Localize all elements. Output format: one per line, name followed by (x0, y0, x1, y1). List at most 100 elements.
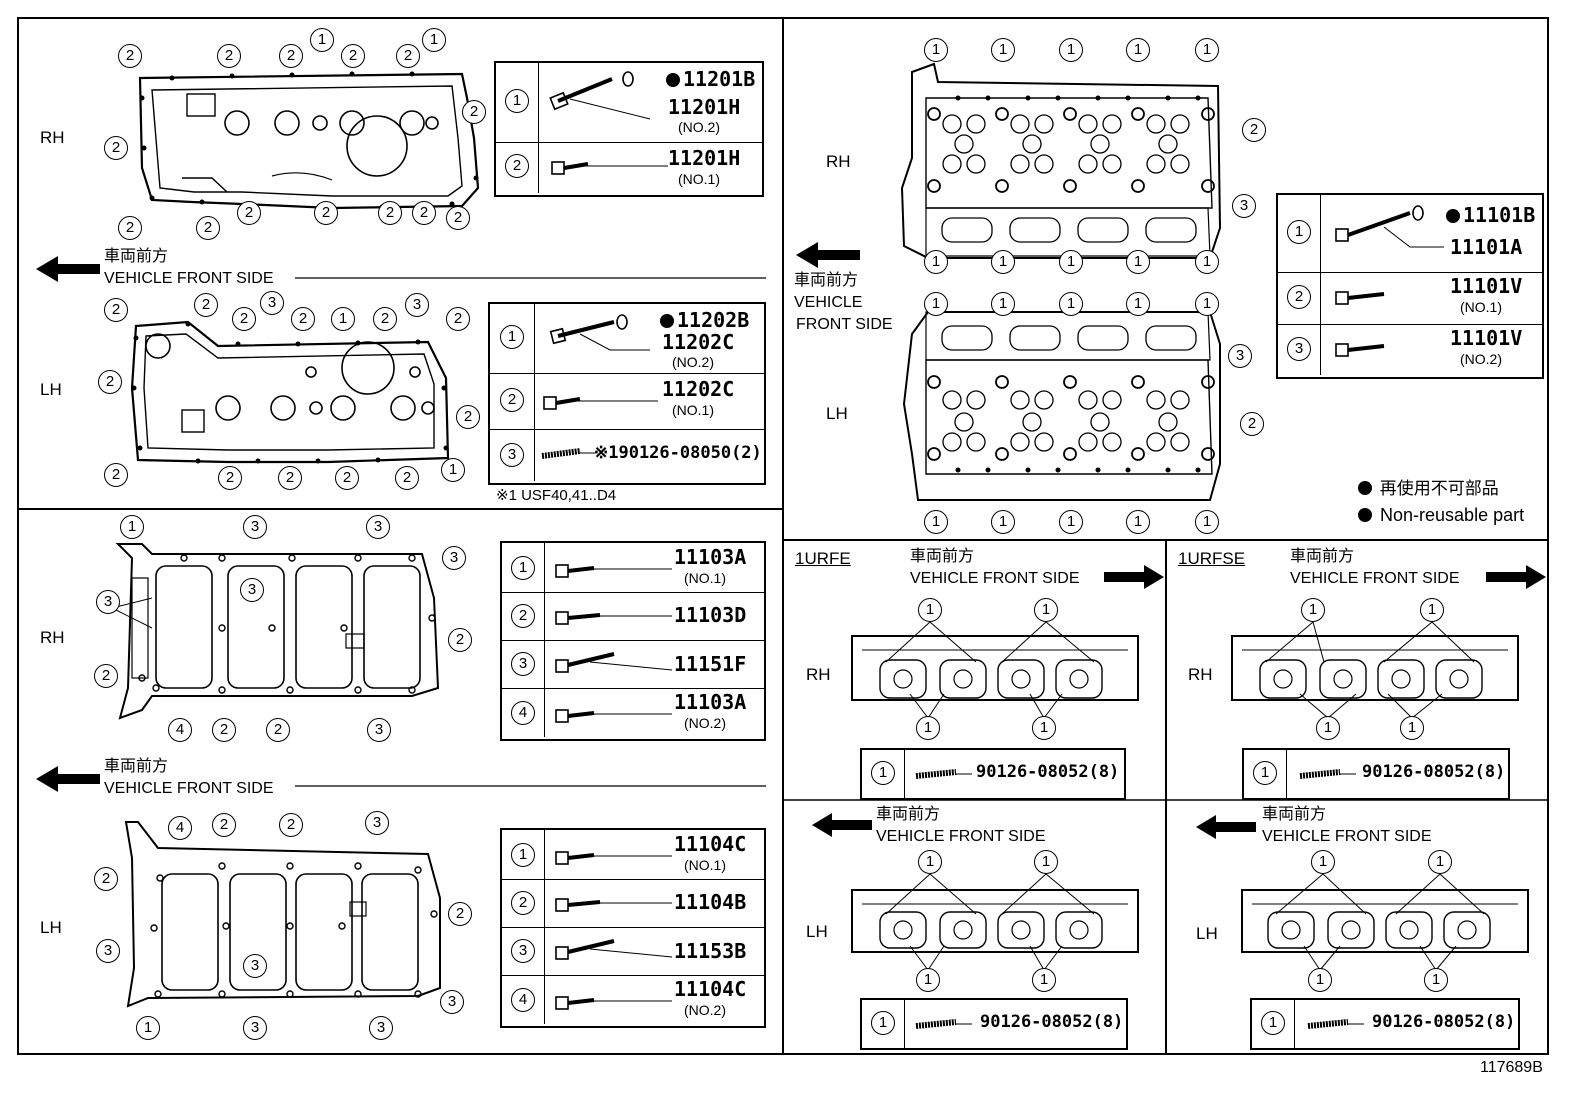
callout-1: 1 (1059, 250, 1083, 274)
callout-3: 3 (260, 291, 284, 315)
rh-label: RH (40, 128, 65, 147)
bolt-icon (1335, 343, 1385, 357)
lh-label: LH (806, 922, 828, 941)
callout-3: 3 (1228, 344, 1252, 368)
lh-cylinder-head-drawing (902, 311, 1221, 501)
callout-3: 3 (243, 954, 267, 978)
bolt-icon (555, 898, 672, 912)
callout-2: 2 (104, 136, 128, 160)
stud-table-1urfe-lh: 1 90126-08052(8) (860, 998, 1128, 1050)
callout-1: 1 (1420, 598, 1444, 622)
part-sub: (NO.1) (684, 570, 726, 586)
part-code: 11201B (683, 67, 756, 91)
table-row: 2 11202C (NO.1) (490, 373, 764, 430)
lh-label: LH (826, 404, 848, 423)
callout-2: 2 (237, 201, 261, 225)
callout-1: 1 (871, 1011, 895, 1035)
callout-2: 2 (218, 466, 242, 490)
callout-1: 1 (1195, 510, 1219, 534)
callout-1: 1 (1195, 38, 1219, 62)
stud-table-1urfe-rh: 1 90126-08052(8) (860, 748, 1126, 800)
stud-bolt-icon (1307, 1019, 1364, 1029)
part-sub: (NO.1) (1460, 299, 1502, 315)
callout-1: 1 (916, 716, 940, 740)
callout-1: 1 (1195, 292, 1219, 316)
pan-rh-parts-table: 1 11103A (NO.1) 2 11103D 3 11151F 4 1110… (500, 541, 766, 741)
callout-1: 1 (918, 850, 942, 874)
callout-1: 1 (991, 250, 1015, 274)
part-code: 90126-08052(8) (1362, 762, 1506, 782)
callout-2: 2 (335, 466, 359, 490)
callout-1: 1 (1059, 292, 1083, 316)
callout-1: 1 (924, 250, 948, 274)
bolt-with-washer-icon (1335, 205, 1444, 248)
callout-4: 4 (168, 718, 192, 742)
table-row: 1 11202B 11202C (NO.2) (490, 304, 764, 374)
long-bolt-icon (555, 939, 673, 960)
callout-2: 2 (341, 44, 365, 68)
callout-1: 1 (991, 38, 1015, 62)
callout-3: 3 (243, 515, 267, 539)
rh-label: RH (806, 665, 831, 684)
callout-2: 2 (196, 216, 220, 240)
callout-2: 2 (500, 388, 524, 412)
callout-1: 1 (310, 28, 334, 52)
bolt-with-washer-icon (549, 71, 651, 120)
front-label-en: VEHICLE FRONT SIDE (1262, 828, 1432, 845)
callout-2: 2 (278, 466, 302, 490)
pan-lh-parts-table: 1 11104C (NO.1) 2 11104B 3 11153B 4 1110… (500, 828, 766, 1028)
callout-1: 1 (1428, 850, 1452, 874)
callout-4: 4 (168, 816, 192, 840)
callout-1: 1 (1059, 510, 1083, 534)
lh-label: LH (40, 380, 62, 399)
callout-1: 1 (924, 292, 948, 316)
part-code: 11101A (1450, 235, 1523, 259)
part-code: 90126-08052(8) (980, 1012, 1124, 1032)
callout-2: 2 (448, 628, 472, 652)
non-reusable-dot-icon (660, 314, 674, 328)
callout-2: 2 (462, 100, 486, 124)
bolt-icon (543, 396, 658, 410)
callout-2: 2 (98, 370, 122, 394)
part-code: 11103A (674, 690, 747, 714)
front-label-jp: 車両前方 (876, 806, 941, 823)
callout-1: 1 (1400, 716, 1424, 740)
part-code: 90126-08052(8) (1372, 1012, 1516, 1032)
callout-1: 1 (1126, 510, 1150, 534)
callout-2: 2 (511, 891, 535, 915)
callout-2: 2 (212, 813, 236, 837)
callout-2: 2 (266, 718, 290, 742)
table-row: 1 11104C (NO.1) (502, 830, 764, 880)
table-row: 3 ※190126-08050(2) (490, 429, 764, 481)
callout-1: 1 (500, 325, 524, 349)
callout-3: 3 (365, 811, 389, 835)
engine-label-1urfe: 1URFE (795, 549, 851, 568)
table-row: 2 11104B (502, 879, 764, 928)
callout-2: 2 (94, 867, 118, 891)
front-arrow-left-icon (36, 766, 100, 792)
bolt-icon (551, 161, 668, 175)
front-label-jp: 車両前方 (910, 548, 975, 565)
rh-label: RH (40, 628, 65, 647)
callout-1: 1 (505, 89, 529, 113)
lh-label: LH (1196, 924, 1218, 943)
front-label-en: VEHICLE FRONT SIDE (1290, 570, 1460, 587)
callout-3: 3 (442, 546, 466, 570)
part-sub: (NO.1) (678, 171, 720, 187)
callout-3: 3 (243, 1016, 267, 1040)
callout-4: 4 (511, 988, 535, 1012)
callout-2: 2 (1242, 118, 1266, 142)
callout-1: 1 (441, 458, 465, 482)
callout-1: 1 (871, 761, 895, 785)
front-label-jp: 車両前方 (104, 248, 169, 265)
stud-table-1urfse-rh: 1 90126-08052(8) (1242, 748, 1510, 800)
non-reusable-dot-icon (1358, 481, 1372, 495)
legend-jp: 再使用不可部品 (1379, 479, 1499, 498)
bolt-icon (555, 564, 672, 578)
non-reusable-dot-icon (1358, 508, 1372, 522)
bolt-icon (1335, 291, 1385, 305)
callout-1: 1 (1034, 598, 1058, 622)
callout-3: 3 (1232, 194, 1256, 218)
table-row: 4 11103A (NO.2) (502, 688, 764, 737)
callout-1: 1 (916, 968, 940, 992)
